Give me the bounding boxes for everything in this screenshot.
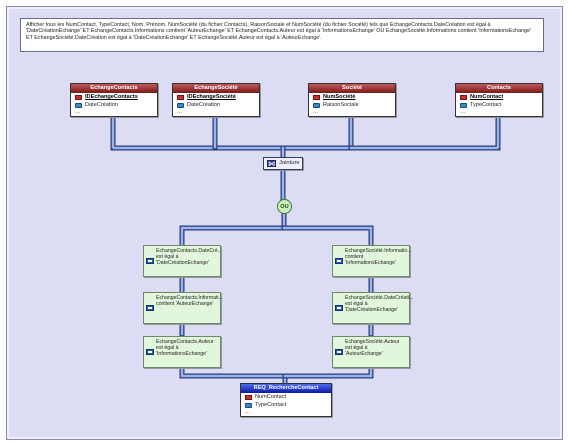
more-fields: ... <box>75 109 81 115</box>
condition-icon <box>146 258 154 264</box>
connection-wire <box>179 211 287 248</box>
condition-text: EchangeSociété.Auteur est égal à 'Auteur… <box>345 339 400 357</box>
field-icon <box>245 402 252 408</box>
join-icon <box>267 158 276 171</box>
connection-wire-highlight <box>283 366 373 378</box>
connection-wire <box>280 116 354 151</box>
table-key-row[interactable]: NumContact <box>456 93 542 101</box>
condition-left-3[interactable]: EchangeContacts.Auteur est égal à 'Infor… <box>143 336 221 368</box>
condition-left-1[interactable]: EchangeContacts.DateCré... est égal à 'D… <box>143 245 223 277</box>
condition-icon <box>335 349 343 355</box>
field-label: RaisonSociale <box>323 102 359 108</box>
connection-wire <box>348 116 501 151</box>
condition-text: EchangeContacts.Auteur est égal à 'Infor… <box>156 339 214 357</box>
table-key-row[interactable]: NumSociété <box>309 93 395 101</box>
table-field-row[interactable]: RaisonSociale <box>309 101 395 109</box>
more-fields: ... <box>460 109 466 115</box>
field-icon <box>245 394 252 400</box>
condition-icon <box>146 305 154 311</box>
or-node[interactable]: OU <box>277 199 292 214</box>
table-title: EchangeContacts <box>71 84 157 93</box>
table-field-row[interactable]: DateCréation <box>71 101 157 109</box>
table-echangecontacts[interactable]: EchangeContacts IDEchangeContacts DateCr… <box>70 83 158 117</box>
connection-wire <box>281 225 374 248</box>
field-label: DateCréation <box>187 102 220 108</box>
key-field: NumSociété <box>323 94 356 100</box>
table-contacts[interactable]: Contacts NumContact TypeContact ... <box>455 83 543 117</box>
result-field-row[interactable]: TypeContact <box>241 401 331 409</box>
table-societe[interactable]: Société NumSociété RaisonSociale ... <box>308 83 396 117</box>
table-field-row[interactable]: DateCréation <box>173 101 259 109</box>
more-fields: ... <box>177 109 183 115</box>
condition-left-2[interactable]: EchangeContacts.Informati... contient 'A… <box>143 292 223 324</box>
field-icon <box>460 102 467 108</box>
table-field-row[interactable]: TypeContact <box>456 101 542 109</box>
connection-wire <box>110 116 286 151</box>
table-title: Contacts <box>456 84 542 93</box>
result-query-table[interactable]: REQ_RechercheContact NumContact TypeCont… <box>240 383 332 417</box>
condition-icon <box>335 258 343 264</box>
condition-text: EchangeSociété.DateCréati... est égal à … <box>345 295 414 313</box>
condition-right-2[interactable]: EchangeSociété.DateCréati... est égal à … <box>332 292 414 324</box>
condition-icon <box>335 305 343 311</box>
connection-wire-highlight <box>349 117 500 150</box>
connection-wire-highlight <box>111 117 285 150</box>
condition-text: EchangeContacts.Informati... contient 'A… <box>156 295 223 307</box>
wire-group <box>110 116 501 386</box>
field-label: TypeContact <box>470 102 502 108</box>
field-icon <box>313 102 320 108</box>
table-key-row[interactable]: IDEchangeContacts <box>71 93 157 101</box>
key-icon <box>313 94 320 100</box>
table-echangesociete[interactable]: EchangeSociété IDEchangeSociété DateCréa… <box>172 83 260 117</box>
query-description-text: Afficher tous les NumContact, TypeContac… <box>26 22 532 41</box>
field-label: NumContact <box>255 394 287 400</box>
more-fields: ... <box>245 409 251 415</box>
condition-icon <box>146 349 154 355</box>
key-icon <box>177 94 184 100</box>
join-label: Jointure <box>279 160 300 166</box>
connection-wire-highlight <box>180 366 287 385</box>
table-title: Société <box>309 84 395 93</box>
field-label: DateCréation <box>85 102 118 108</box>
key-field: IDEchangeSociété <box>187 94 236 100</box>
key-field: NumContact <box>470 94 504 100</box>
connection-wire-highlight <box>281 117 353 150</box>
condition-right-1[interactable]: EchangeSociété.Informatio... contient 'I… <box>332 245 412 277</box>
connection-wire-highlight <box>282 226 373 247</box>
condition-text: EchangeSociété.Informatio... contient 'I… <box>345 248 412 266</box>
key-icon <box>75 94 82 100</box>
key-icon <box>460 94 467 100</box>
result-title: REQ_RechercheContact <box>241 384 331 393</box>
result-field-row[interactable]: NumContact <box>241 393 331 401</box>
table-key-row[interactable]: IDEchangeSociété <box>173 93 259 101</box>
join-node[interactable]: Jointure <box>263 157 303 171</box>
field-label: TypeContact <box>255 402 287 408</box>
condition-right-3[interactable]: EchangeSociété.Auteur est égal à 'Auteur… <box>332 336 410 368</box>
condition-text: EchangeContacts.DateCré... est égal à 'D… <box>156 248 223 266</box>
more-fields: ... <box>313 109 319 115</box>
field-icon <box>177 102 184 108</box>
query-description-box[interactable]: Afficher tous les NumContact, TypeContac… <box>20 18 544 52</box>
field-icon <box>75 102 82 108</box>
connection-wire-highlight <box>180 212 286 247</box>
table-title: EchangeSociété <box>173 84 259 93</box>
key-field: IDEchangeContacts <box>85 94 138 100</box>
